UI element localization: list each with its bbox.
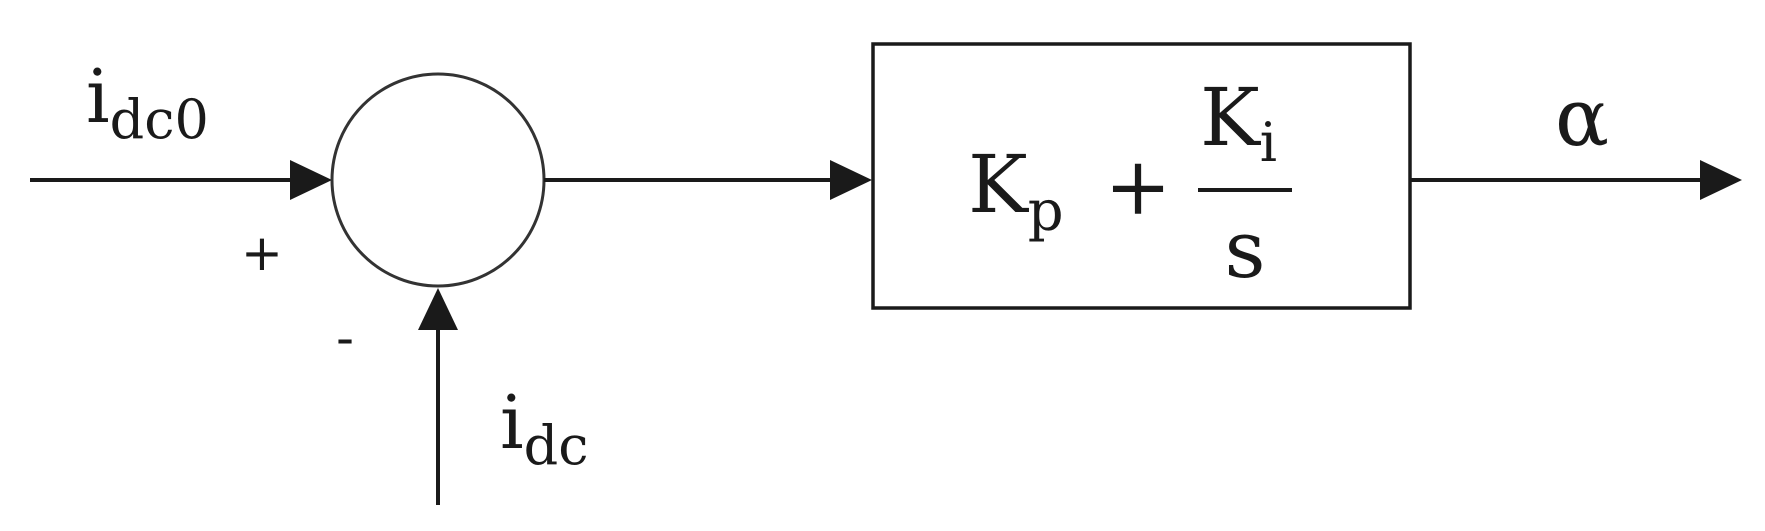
feedback-input-label: idc: [500, 380, 588, 477]
plus-operator: +: [1104, 140, 1171, 233]
proportional-gain-label: Kp: [968, 138, 1064, 244]
feedback-arrow-icon: [418, 288, 458, 330]
summing-junction: [330, 72, 546, 288]
integral-denominator: s: [1224, 203, 1265, 296]
error-arrow-icon: [830, 160, 872, 200]
minus-sign: -: [336, 309, 354, 367]
output-label: α: [1555, 71, 1609, 164]
plus-sign: +: [241, 224, 283, 282]
pi-controller-block: [871, 42, 1412, 310]
reference-arrow-icon: [290, 160, 332, 200]
integral-gain-numerator: Ki: [1200, 71, 1277, 174]
output-arrow-icon: [1700, 160, 1742, 200]
reference-input-label: idc0: [86, 54, 209, 151]
